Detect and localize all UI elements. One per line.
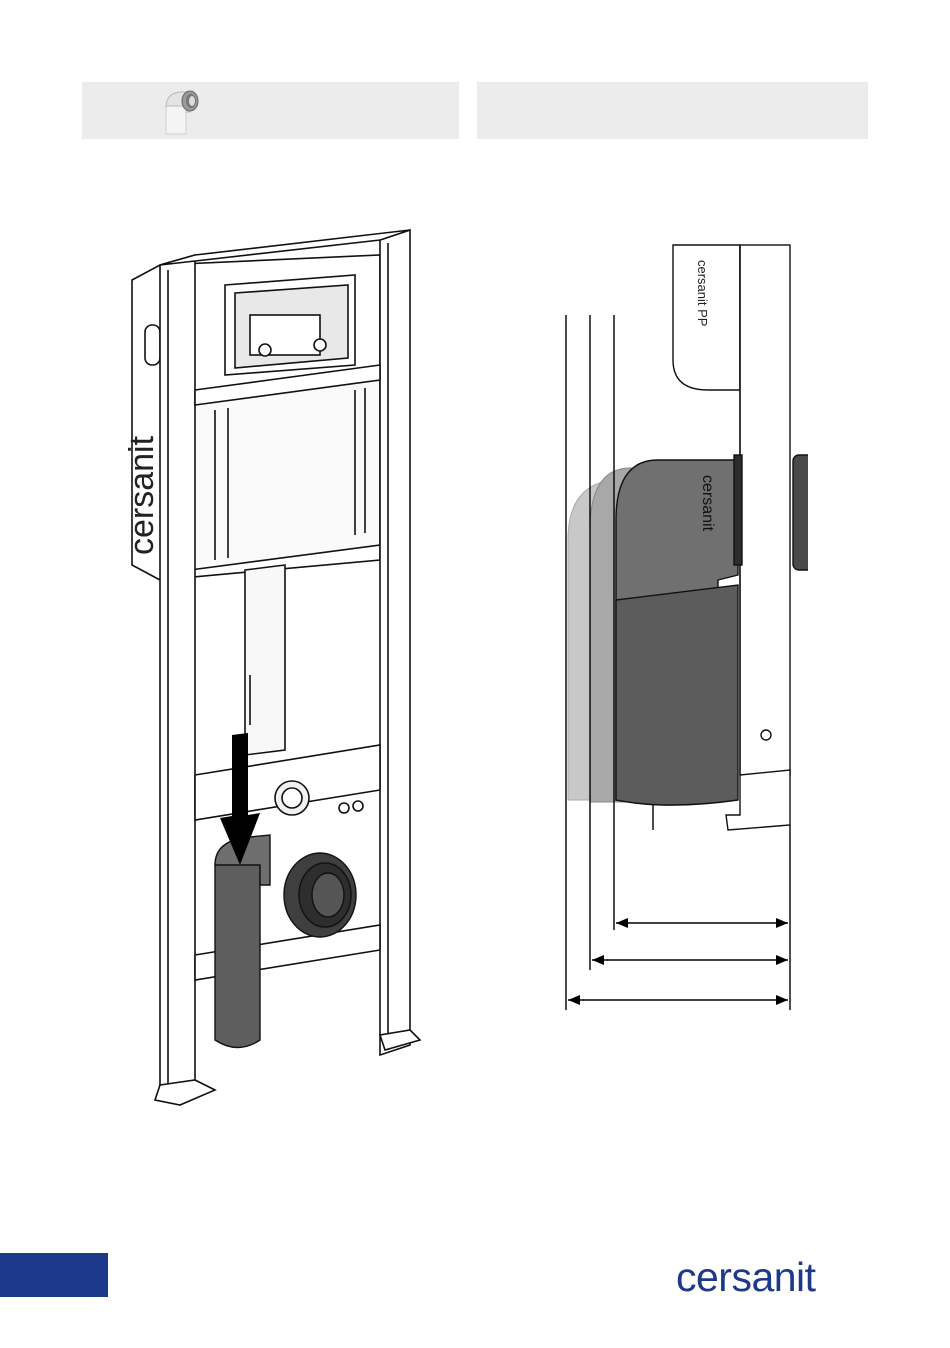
detail-brand-text: cersanit — [699, 475, 716, 532]
pipe-marking-text: cersanit PP — [695, 260, 710, 326]
header-panel-right — [477, 82, 868, 139]
installation-frame-illustration: cersanit — [120, 225, 430, 1115]
header-panel-left — [82, 82, 459, 139]
page-tab-marker — [0, 1253, 108, 1297]
pipe-detail-illustration: cersanit PP cersanit — [548, 240, 808, 1020]
elbow-pipe-thumbnail-icon — [162, 86, 202, 136]
frame-brand-text: cersanit — [123, 435, 161, 555]
cersanit-logo: cersanit — [676, 1255, 816, 1299]
